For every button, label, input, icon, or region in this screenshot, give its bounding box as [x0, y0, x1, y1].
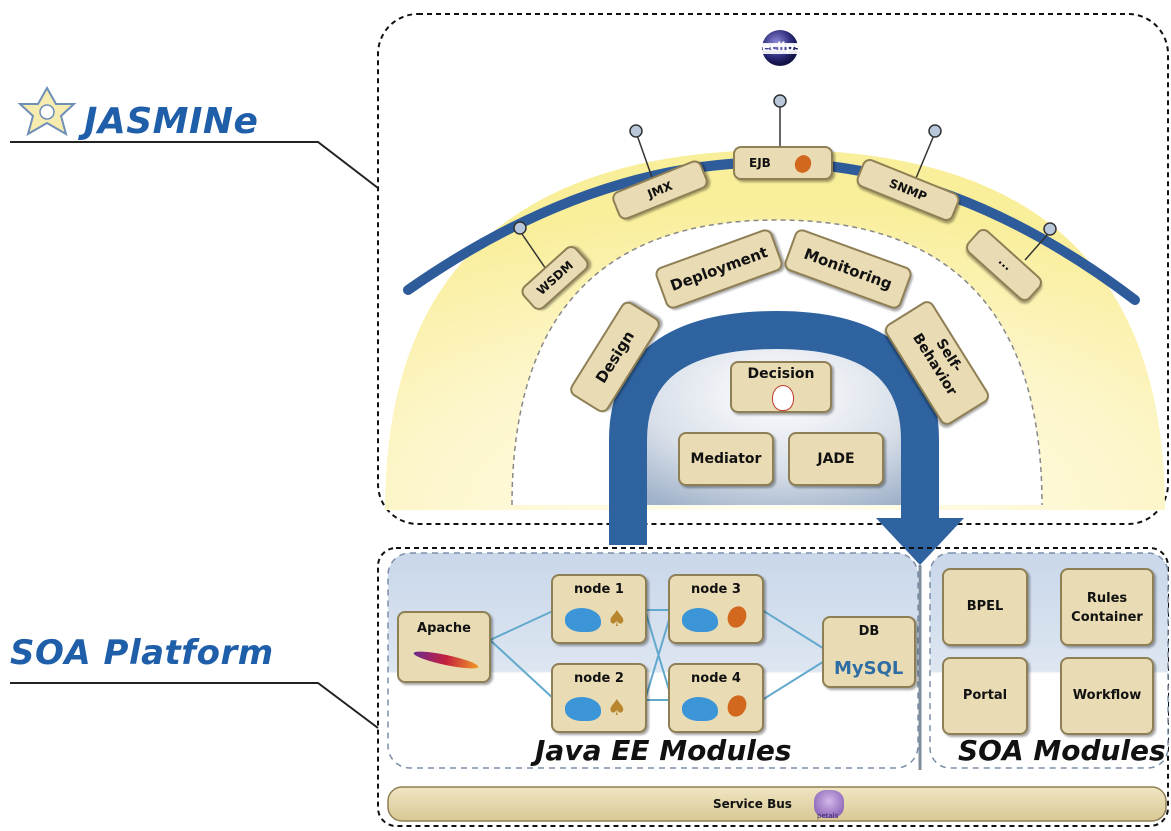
eclipse-logo-label: eclipse	[762, 40, 810, 54]
jade-box: JADE	[788, 432, 884, 486]
petals-logo-label: petals	[817, 812, 839, 820]
mysql-logo: MySQL	[834, 658, 904, 679]
eclipse-sun	[762, 30, 798, 66]
service-bus-label: Service Bus	[713, 797, 792, 811]
petals-logo-icon	[814, 790, 844, 818]
tomcat-icon: ♠	[607, 696, 627, 721]
jasmine-leader	[10, 141, 379, 189]
mediator-box: Mediator	[678, 432, 774, 486]
node-box-4: node 4	[668, 663, 764, 733]
bean-icon	[724, 603, 750, 631]
soa-platform-label: SOA Platform	[10, 633, 274, 673]
network-lines	[489, 609, 827, 701]
apache-feather-icon	[412, 648, 480, 672]
service-bus-bar	[387, 786, 1167, 822]
jasmine-logo-icon	[17, 85, 77, 137]
flow-arrow-head	[876, 518, 964, 565]
javaee-modules-title: Java EE Modules	[535, 734, 792, 767]
bean-icon	[724, 692, 750, 720]
db-box: DB MySQL	[822, 616, 916, 688]
jonas-icon	[682, 697, 718, 721]
node-box-1: node 1 ♠	[551, 574, 647, 644]
jasmine-label: JASMINe	[84, 101, 259, 142]
jasmine-container	[377, 13, 1169, 525]
bpel-box: BPEL	[942, 568, 1028, 646]
node-box-2: node 2 ♠	[551, 663, 647, 733]
node-box-3: node 3	[668, 574, 764, 644]
soa-modules-title: SOA Modules	[958, 734, 1166, 767]
jonas-icon	[565, 697, 601, 721]
arc-item-ejb: EJB	[733, 146, 833, 180]
workflow-box: Workflow	[1060, 657, 1154, 735]
jonas-icon	[565, 608, 601, 632]
brain-icon	[772, 385, 794, 411]
flow-arrow	[609, 311, 939, 545]
arc-pins	[513, 94, 1057, 273]
javaee-panel	[388, 553, 918, 768]
portal-box: Portal	[942, 657, 1028, 735]
ejb-bean-icon	[791, 152, 815, 176]
tomcat-icon: ♠	[607, 607, 627, 632]
apache-box: Apache	[397, 611, 491, 683]
rules-container-box: Rules Container	[1060, 568, 1154, 646]
decision-box: Decision	[730, 361, 832, 413]
jonas-icon	[682, 608, 718, 632]
soa-leader	[10, 682, 379, 729]
